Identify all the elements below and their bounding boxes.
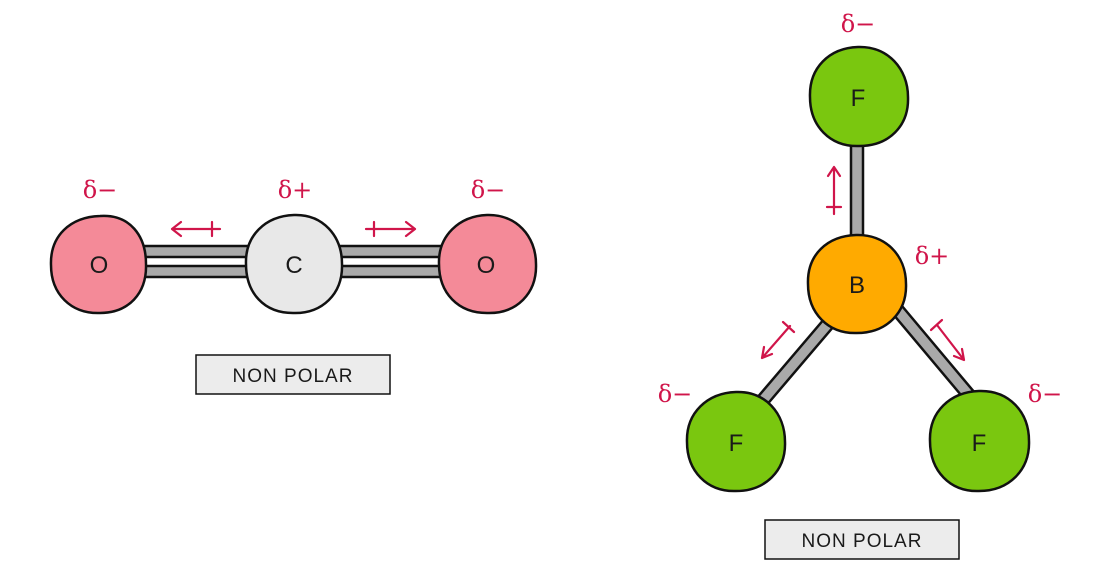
boron-label: B <box>849 272 865 299</box>
fluorine-atom-top: F <box>808 45 910 148</box>
co2-bond-left <box>138 244 254 279</box>
fluorine-label-top: F <box>851 85 866 112</box>
oxygen-label-right: O <box>477 252 496 279</box>
svg-text:NON POLAR: NON POLAR <box>233 366 354 387</box>
oxygen-atom-left: O <box>49 214 148 315</box>
bf3-molecule: F B F F δ− δ+ δ− δ− NON <box>658 10 1063 560</box>
dipole-arrow-top <box>825 165 843 216</box>
fluorine-atom-bottom-left: F <box>685 390 787 493</box>
charge-carbon: δ+ <box>278 176 313 204</box>
charge-oxygen-right: δ− <box>471 176 506 204</box>
charge-oxygen-left: δ− <box>83 176 118 204</box>
dipole-arrow-left <box>170 220 222 238</box>
charge-boron: δ+ <box>915 242 950 270</box>
dipole-arrow-bottom-left <box>760 320 796 360</box>
fluorine-atom-bottom-right: F <box>928 389 1031 493</box>
boron-atom: B <box>806 233 908 335</box>
fluorine-label-bottom-right: F <box>972 430 987 457</box>
oxygen-label-left: O <box>90 252 109 279</box>
co2-molecule: O C O δ− δ+ δ− NON POLAR <box>49 176 538 395</box>
fluorine-label-bottom-left: F <box>729 430 744 457</box>
oxygen-atom-right: O <box>437 213 538 315</box>
dipole-arrow-bottom-right <box>929 318 966 362</box>
charge-fluorine-bottom-left: δ− <box>658 380 693 408</box>
charge-fluorine-top: δ− <box>841 10 876 38</box>
co2-polarity-label: NON POLAR <box>195 354 391 395</box>
bf3-polarity-label: NON POLAR <box>764 519 960 560</box>
co2-bond-right <box>334 244 450 279</box>
carbon-atom: C <box>244 213 344 315</box>
charge-fluorine-bottom-right: δ− <box>1028 380 1063 408</box>
svg-text:NON POLAR: NON POLAR <box>802 531 923 552</box>
bf3-bond-top <box>849 136 865 242</box>
carbon-label: C <box>285 252 302 279</box>
bf3-bond-bottom-left <box>754 316 836 409</box>
dipole-arrow-right <box>364 220 417 238</box>
